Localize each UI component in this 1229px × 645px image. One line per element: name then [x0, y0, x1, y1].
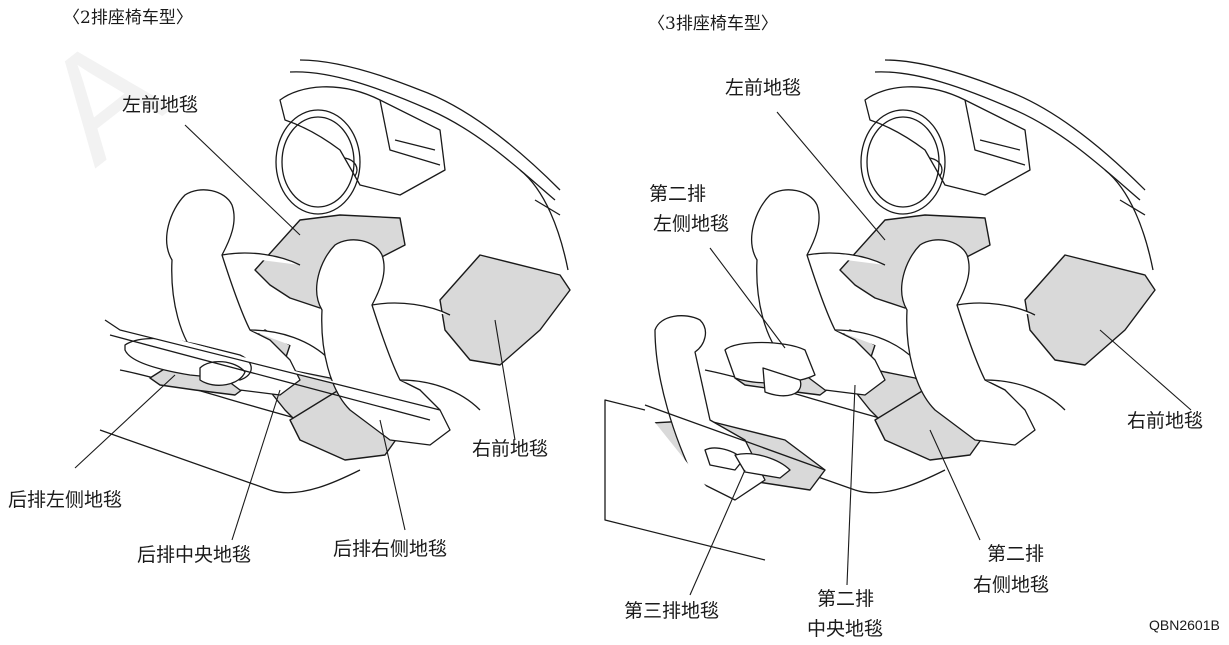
right-view-title: 〈3排座椅车型〉: [648, 14, 778, 34]
label-right-front-right-carpet: 右前地毯: [1127, 410, 1204, 432]
label-left-rear-center-carpet: 后排中央地毯: [137, 544, 252, 566]
label-right-third-row-carpet: 第三排地毯: [624, 600, 720, 622]
label-right-front-left-carpet: 左前地毯: [725, 77, 802, 99]
label-right-second-left-line2: 左侧地毯: [653, 213, 730, 235]
label-right-second-right-line2: 右侧地毯: [973, 574, 1050, 596]
label-left-rear-right-carpet: 后排右侧地毯: [333, 538, 448, 560]
left-view: [74, 59, 571, 541]
label-right-second-center-line2: 中央地毯: [807, 618, 884, 640]
label-left-rear-left-carpet: 后排左侧地毯: [8, 489, 123, 511]
left-front-right-carpet: [439, 254, 571, 366]
label-right-second-center-line1: 第二排: [817, 588, 875, 610]
label-left-front-left-carpet: 左前地毯: [122, 94, 199, 116]
left-view-title: 〈2排座椅车型〉: [63, 8, 193, 28]
right-view: [604, 59, 1192, 596]
label-left-front-right-carpet: 右前地毯: [472, 438, 549, 460]
label-right-second-left-line1: 第二排: [649, 183, 707, 205]
right-front-right-carpet: [1024, 254, 1156, 366]
label-right-second-right-line1: 第二排: [987, 543, 1045, 565]
figure-code: QBN2601B: [1149, 617, 1220, 633]
